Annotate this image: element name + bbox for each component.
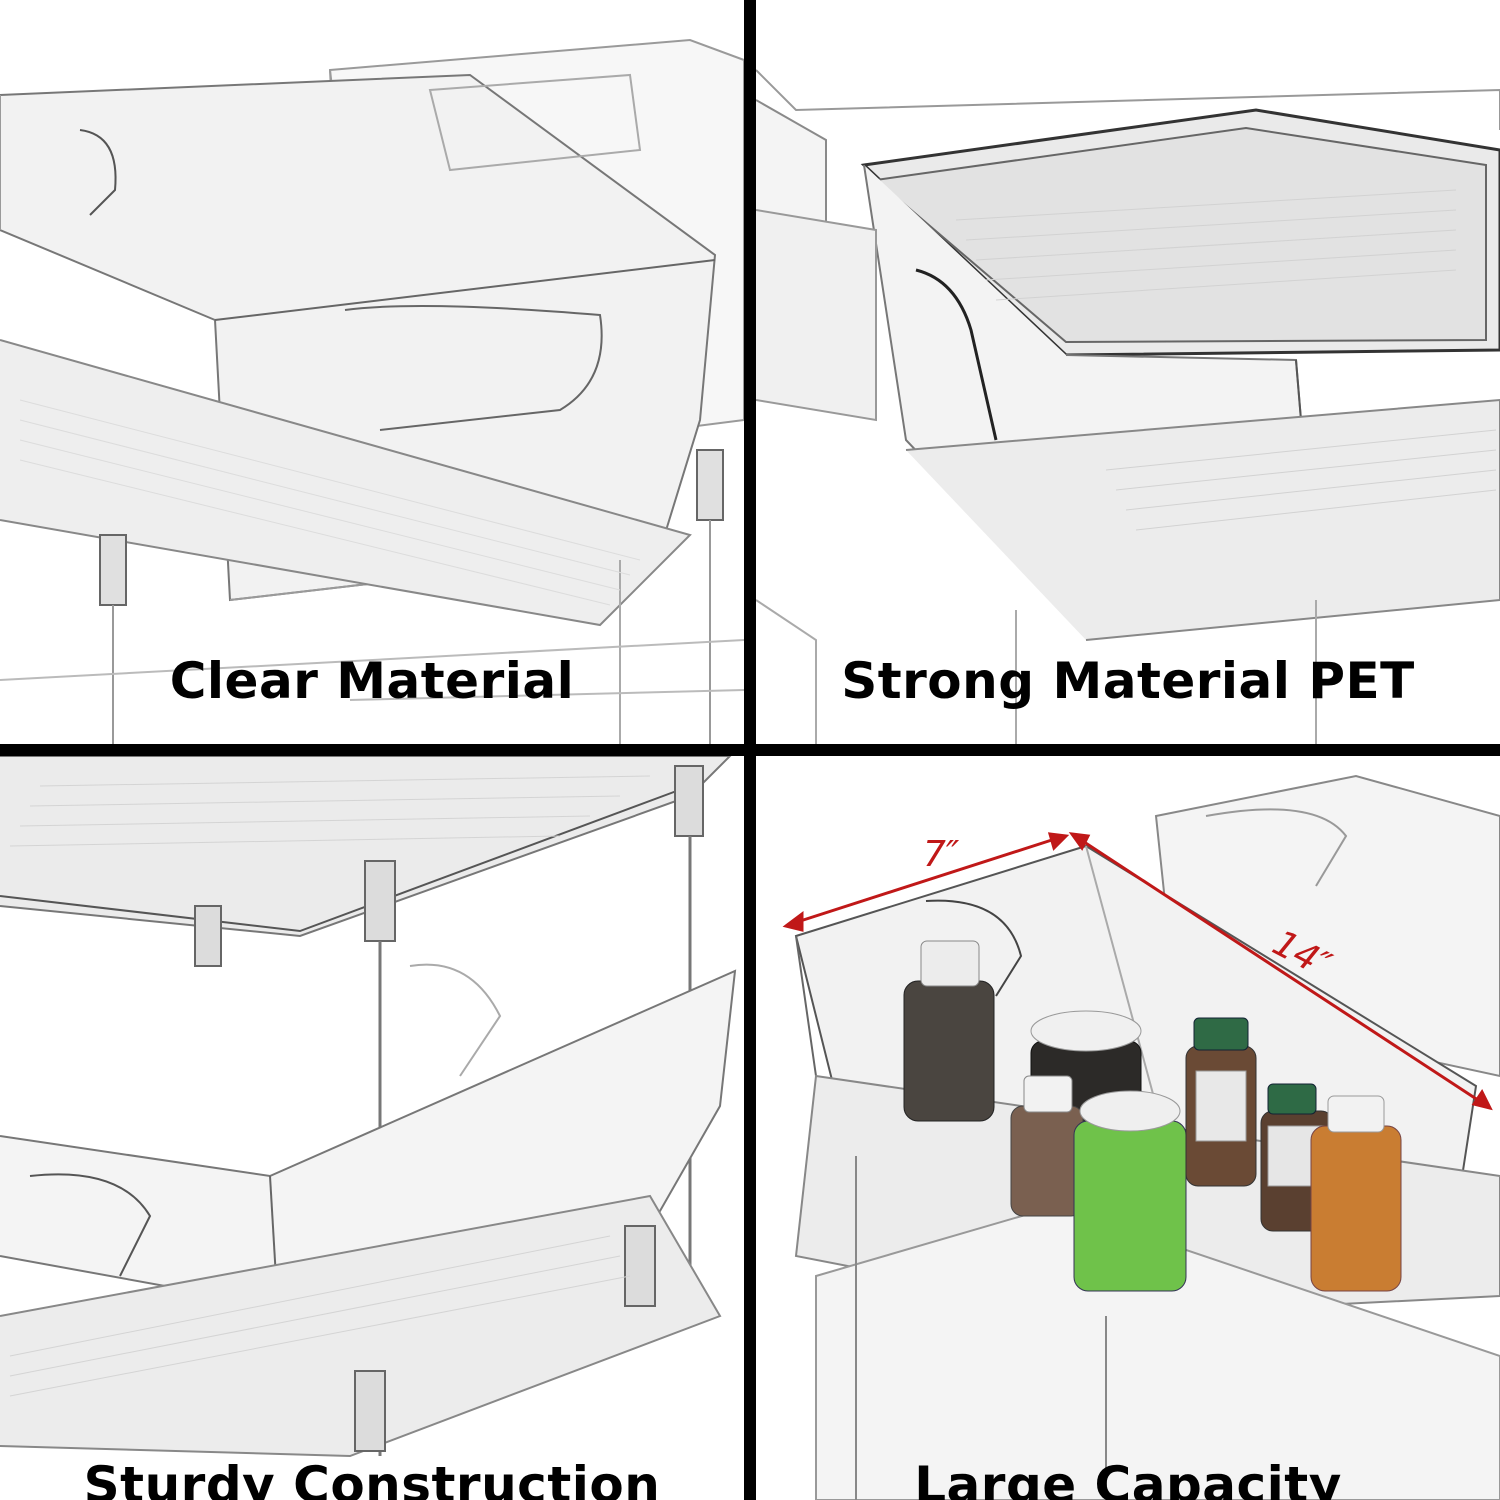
dimension-arrows (782, 832, 1493, 1111)
panel-strong-material-pet: Strong Material PET (756, 0, 1500, 744)
bottle-green-cap (1185, 1017, 1257, 1187)
caption-large-capacity: Large Capacity (914, 1456, 1342, 1500)
bottle-brown-tall (903, 940, 995, 1122)
dimension-width-label: 7″ (923, 834, 960, 875)
panel-sturdy-construction: Sturdy Construction (0, 756, 744, 1500)
drawer-illustration-sturdy (0, 756, 737, 1458)
bottle-green-label (1073, 1090, 1187, 1292)
drawer-illustration-pet (756, 69, 1500, 744)
bottle-orange (1310, 1095, 1402, 1292)
panel-large-capacity: 7″ 14″ Large Capacity (756, 756, 1500, 1500)
caption-strong-material-pet: Strong Material PET (841, 652, 1415, 710)
bottle-amber-small (1010, 1075, 1084, 1217)
drawer-illustration-capacity (782, 774, 1500, 1500)
caption-sturdy-construction: Sturdy Construction (83, 1456, 661, 1500)
caption-clear-material: Clear Material (169, 652, 575, 710)
drawer-illustration-clear (0, 38, 744, 744)
panel-clear-material: Clear Material (0, 0, 744, 744)
